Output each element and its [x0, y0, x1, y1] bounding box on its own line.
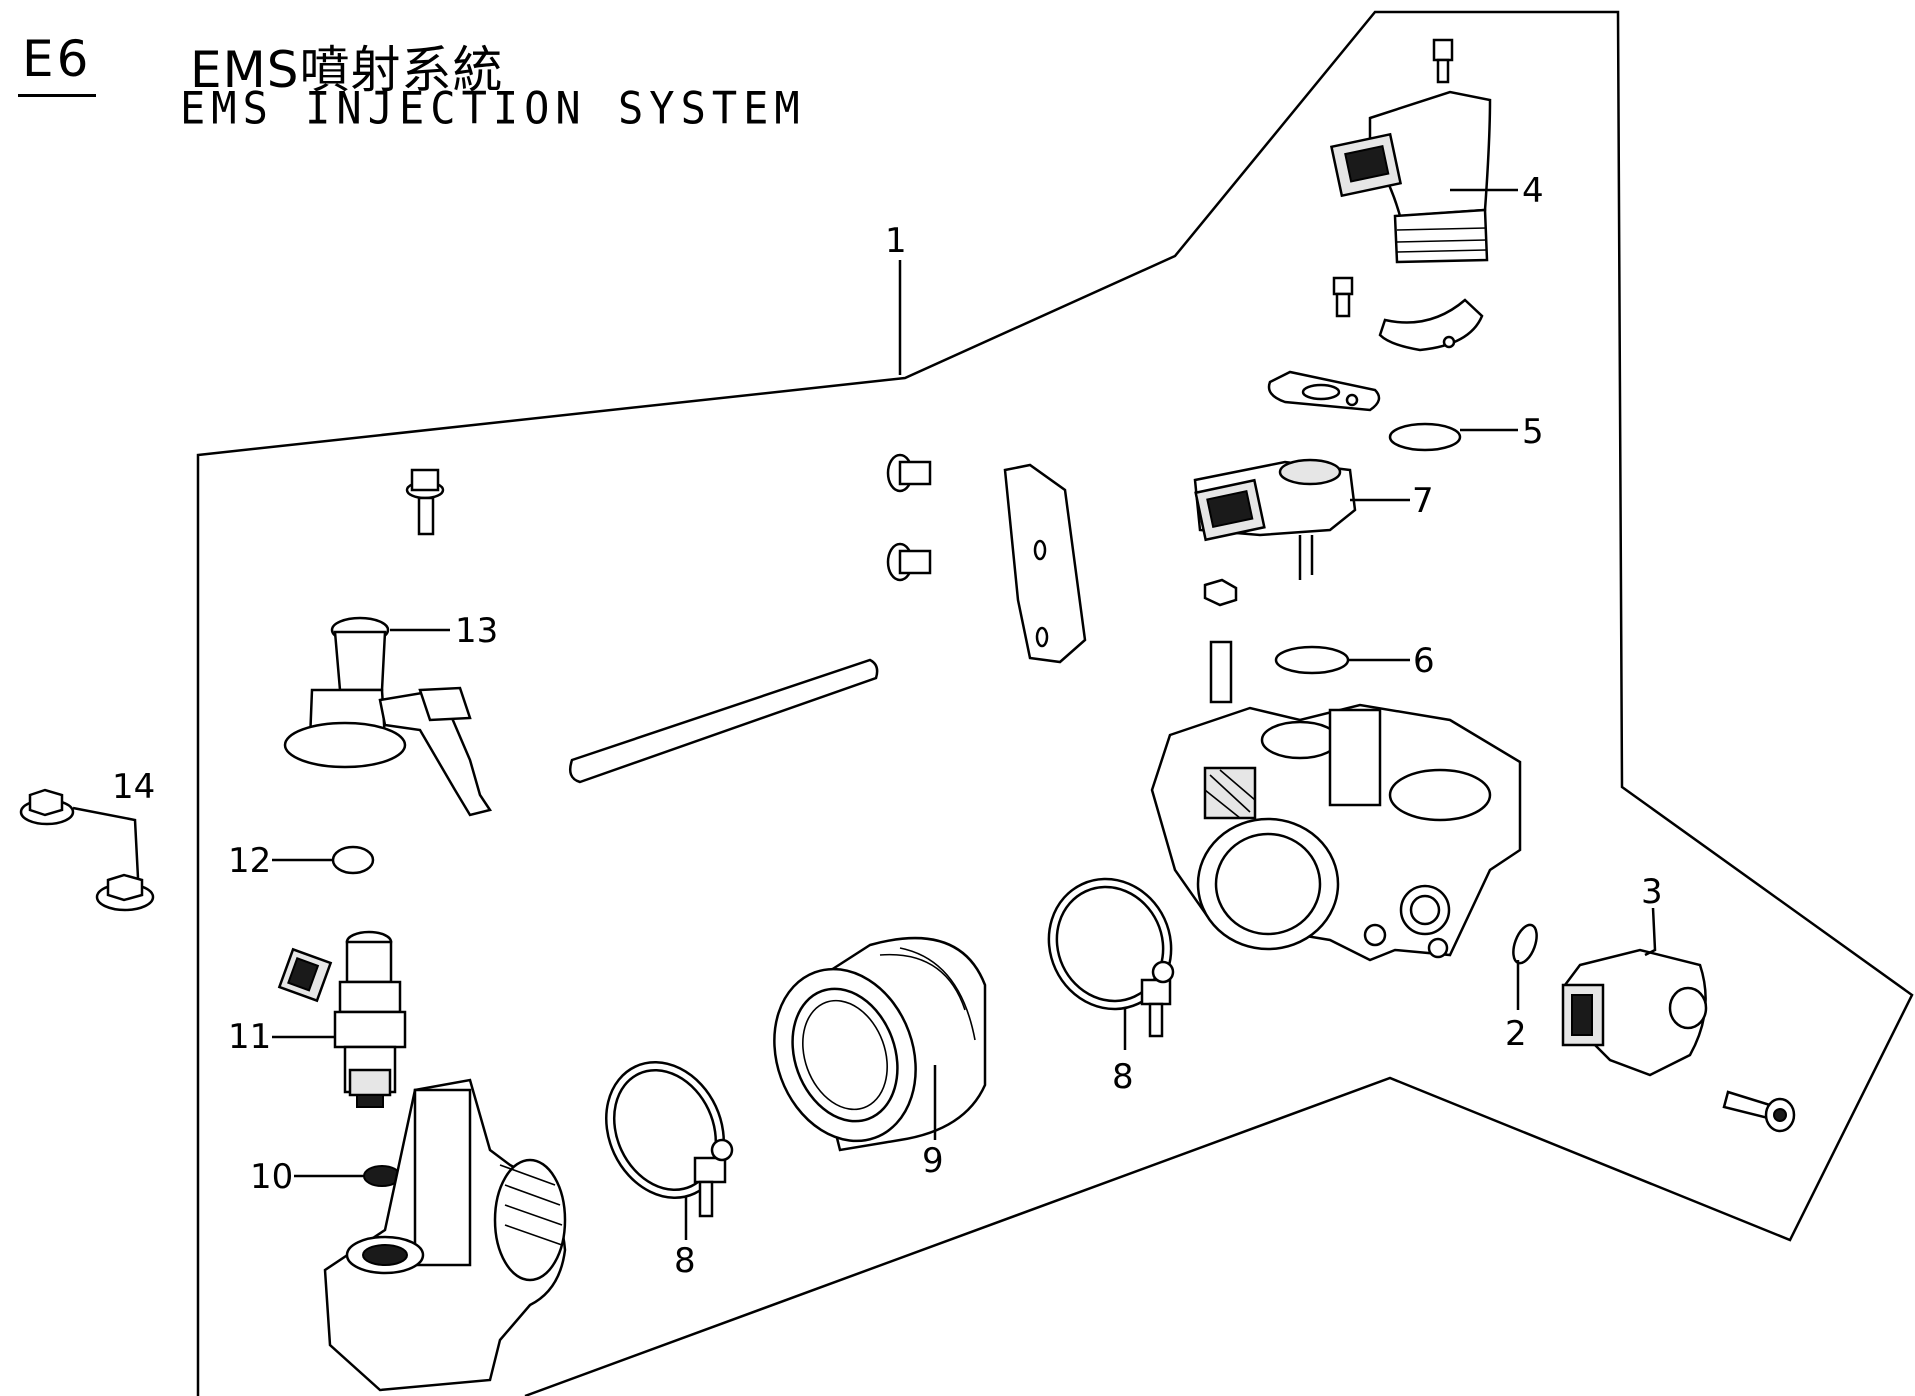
- part-small-nut: [1203, 578, 1238, 607]
- callout-5: 5: [1522, 412, 1544, 452]
- section-code-underline: [18, 94, 96, 97]
- callout-8-left: 8: [674, 1241, 696, 1281]
- assembly-boundary-outline: [196, 10, 1914, 1396]
- callout-10: 10: [250, 1157, 293, 1197]
- callout-4: 4: [1522, 171, 1544, 211]
- part-hose-clamp-left: [605, 1061, 734, 1218]
- part-intake-manifold: [323, 1078, 567, 1392]
- part-intake-boot: [773, 936, 987, 1152]
- part-mounting-bracket: [1003, 463, 1087, 664]
- part-sleeve-pin: [1209, 640, 1233, 704]
- part-rubber-grommet-bottom: [886, 542, 932, 582]
- part-flange-nut-top: [19, 788, 75, 826]
- callout-12: 12: [228, 841, 271, 881]
- part-hose-clamp-right: [1047, 877, 1175, 1038]
- callout-9: 9: [922, 1141, 944, 1181]
- callout-6: 6: [1413, 641, 1435, 681]
- section-code: E6: [22, 30, 92, 88]
- part-rubber-grommet-top: [886, 453, 932, 493]
- part-temperature-sensor: [1561, 948, 1708, 1077]
- title-english: EMS INJECTION SYSTEM: [180, 82, 806, 135]
- part-throttle-position-sensor: [1193, 458, 1357, 580]
- part-oring-6: [1274, 645, 1350, 675]
- part-throttle-body: [1150, 703, 1522, 962]
- callout-13: 13: [455, 611, 498, 651]
- part-fuel-hose-fitting: [283, 616, 493, 817]
- part-flange-nut-bottom: [95, 873, 155, 912]
- part-oring-5: [1388, 422, 1462, 452]
- callout-8-right: 8: [1112, 1057, 1134, 1097]
- part-map-sensor: [1329, 38, 1492, 264]
- title-chinese: EMS噴射系統: [190, 41, 504, 99]
- callout-1: 1: [885, 221, 907, 261]
- callout-3: 3: [1641, 872, 1663, 912]
- part-flange-bolt: [405, 468, 445, 536]
- callout-2: 2: [1505, 1014, 1527, 1054]
- part-hex-bolt: [1722, 1090, 1796, 1133]
- part-gasket-plate: [1267, 370, 1381, 412]
- callout-7: 7: [1412, 481, 1434, 521]
- part-sensor-screw: [1332, 276, 1354, 318]
- callout-11: 11: [228, 1017, 271, 1057]
- leader-3: [1644, 907, 1657, 957]
- part-fuel-tube: [569, 658, 879, 784]
- part-oring-12: [331, 845, 375, 875]
- part-washer-2: [1512, 923, 1538, 965]
- leader-14: [72, 806, 140, 879]
- part-fuel-injector: [277, 930, 407, 1108]
- part-sensor-bracket: [1378, 298, 1484, 352]
- callout-14: 14: [112, 767, 155, 807]
